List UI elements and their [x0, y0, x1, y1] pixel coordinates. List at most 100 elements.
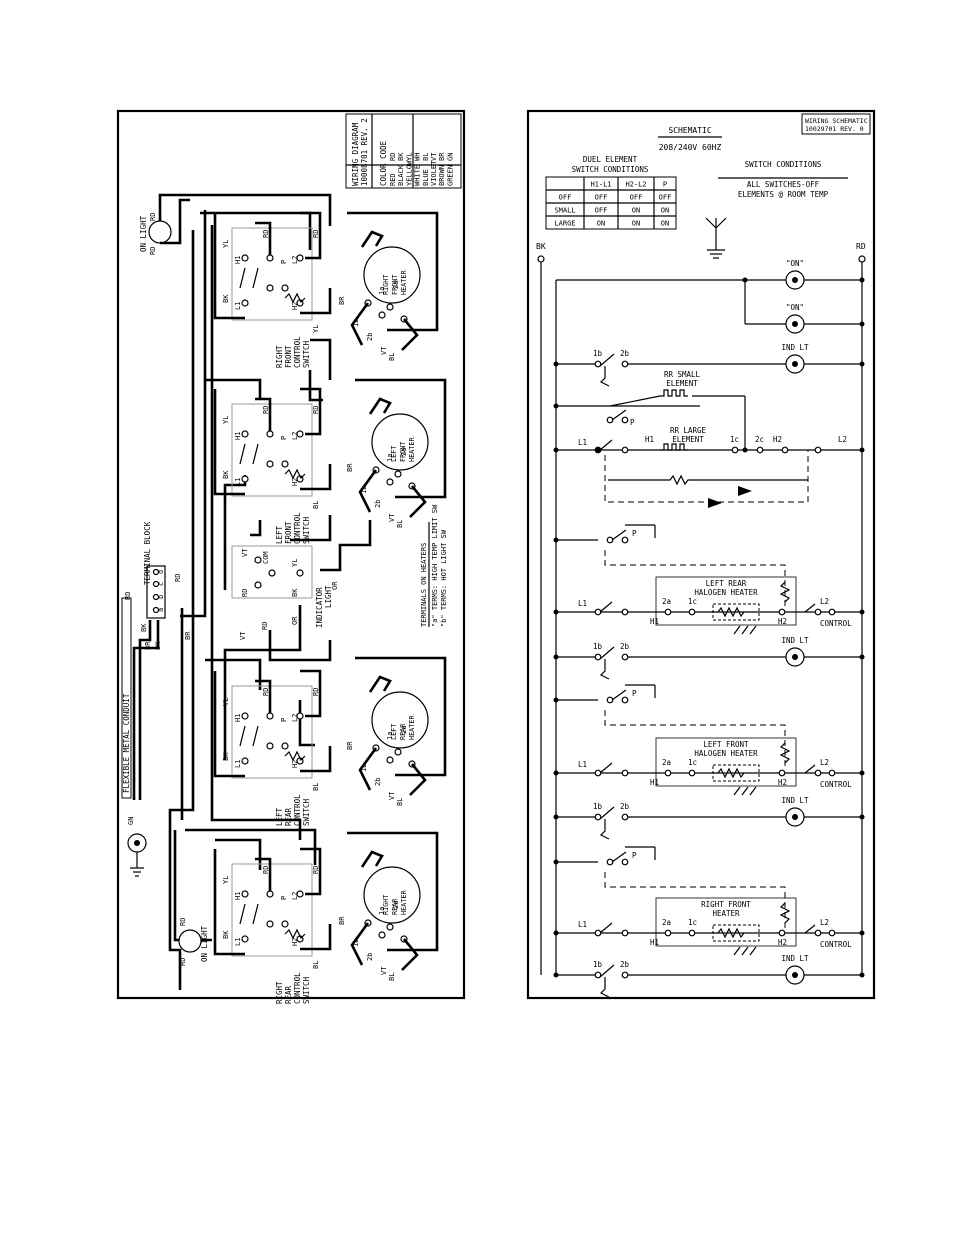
heater-label: LEFT FRONT: [703, 740, 749, 749]
switch-terminal-label: H1: [234, 432, 242, 440]
schematic-terminal: [621, 858, 629, 866]
wire-code-label: BK: [222, 752, 230, 761]
legend-color-name: BLACK: [397, 164, 405, 186]
terminal-b-label: b: [157, 595, 165, 599]
switch-contact: [239, 725, 246, 747]
indicator-light-box: [231, 545, 313, 599]
schematic-terminal: [594, 769, 602, 777]
heater-label: LEFT: [390, 446, 398, 462]
terminal-label: 1c: [688, 918, 697, 927]
junction: [595, 447, 601, 453]
control-switch-label: REAR: [284, 985, 293, 1004]
terminal-c-label: c: [157, 582, 165, 586]
wire-code-gn: GN: [127, 817, 135, 825]
schematic-panel: WIRING SCHEMATIC 10029701 REV. 0 SCHEMAT…: [526, 109, 876, 1000]
switch-terminal: [266, 460, 274, 468]
terminal-block-box: [146, 565, 166, 619]
on-light-bottom: ON LIGHT RD RD: [178, 918, 209, 966]
wire: [168, 230, 195, 990]
junction: [553, 697, 559, 703]
legend-color-name: YELLOW: [405, 160, 413, 186]
radiant-marks: [733, 625, 757, 635]
halogen-element: [717, 606, 745, 618]
hot-light-switch: [599, 353, 615, 367]
terminal-label: 1b: [593, 960, 603, 969]
junction: [859, 321, 865, 327]
wire-code-label: YL: [222, 240, 230, 248]
switch-terminal: [241, 254, 249, 262]
heater-label: LEFT REAR: [706, 579, 747, 588]
legend-color-code-title: COLOR CODE: [379, 140, 388, 186]
limit-resistor: [779, 902, 791, 924]
wire-code-rd: RD: [124, 592, 132, 600]
wire-code-label: BR: [346, 741, 354, 750]
switch-terminal: [241, 299, 249, 307]
heater-terminal: [378, 931, 386, 939]
switch-terminal: [241, 475, 249, 483]
switch-terminal-label: L1: [234, 938, 242, 946]
switch-terminal: [241, 430, 249, 438]
switch-wire: [300, 669, 322, 718]
schematic-terminal: [814, 929, 822, 937]
switch-terminal-label: L2: [291, 432, 299, 440]
switch-terminal: [266, 712, 274, 720]
control-switch-housing: [231, 863, 313, 957]
wire: [250, 520, 262, 537]
legend-color-name: VIOLET: [430, 160, 438, 186]
switch-wire: [255, 679, 272, 716]
control-switch-label: LEFT: [275, 525, 284, 544]
wire-code-label: BL: [312, 501, 320, 509]
color-code-legend: WIRING DIAGRAM 10008701 REV. 2 COLOR COD…: [345, 113, 462, 189]
schematic-terminal: [606, 416, 614, 424]
heater-element: [363, 246, 421, 304]
terminal-label: 2c: [755, 435, 764, 444]
junction: [553, 609, 559, 615]
rr-large-label: RR LARGE: [670, 426, 707, 435]
rail-rd-terminal: [858, 255, 866, 263]
wire-code-label: VT: [380, 346, 388, 355]
legend-color-code: BK: [397, 152, 405, 161]
heater-terminal: [386, 303, 394, 311]
legend-box: [345, 113, 462, 189]
heater-label: HEATER: [408, 715, 416, 740]
wire-code-label: BR: [346, 463, 354, 472]
table-cell: ON: [597, 220, 605, 228]
junction: [859, 972, 865, 978]
heater-terminal-label: 2a: [400, 448, 408, 456]
heater-label: LEFT: [390, 724, 398, 740]
indicator-com-label: COM: [262, 551, 270, 564]
heater-element: [363, 866, 421, 924]
switch-terminal: [266, 890, 274, 898]
terminal-label: H1: [650, 778, 659, 787]
p-switch: [611, 529, 627, 541]
wire-code-label: BK: [222, 470, 230, 479]
terminal-label: L2: [820, 918, 829, 927]
junction: [859, 930, 865, 936]
schematic-terminal: [688, 608, 696, 616]
rr-large-element: [660, 443, 688, 451]
heater-lead: [350, 302, 370, 346]
junction: [859, 277, 865, 283]
heater-label: HALOGEN HEATER: [694, 749, 758, 758]
switch-contact: [239, 267, 246, 289]
heater-terminal: [394, 470, 402, 478]
switch-terminal-label: H2: [291, 478, 299, 486]
heater-box: [655, 576, 797, 626]
wire-code-label: BL: [388, 353, 396, 361]
schematic-terminal: [756, 446, 764, 454]
on-lamp-2-label: "ON": [786, 303, 804, 312]
heater-terminal-label: 1a: [386, 454, 394, 462]
schematic-terminal: [688, 929, 696, 937]
schematic-terminal: [606, 536, 614, 544]
junction: [553, 537, 559, 543]
terminal-label: 2a: [662, 758, 671, 767]
ind-lt-label: IND LT: [781, 343, 809, 352]
switch-resistor: [284, 928, 306, 940]
schematic-terminal: [828, 769, 836, 777]
